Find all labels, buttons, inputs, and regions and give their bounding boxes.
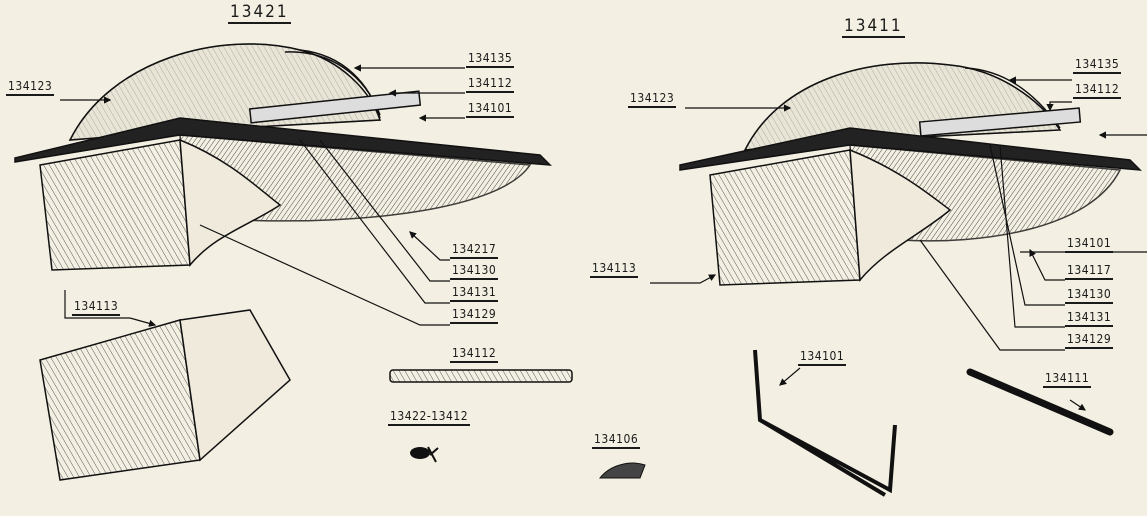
- loose-part-134101-frame: [753, 349, 897, 497]
- callout-label: 134129: [450, 308, 499, 324]
- callout-label: 134129: [1065, 333, 1114, 349]
- part-label: 134106: [592, 433, 641, 449]
- fender-assembly-13411: [679, 62, 1142, 286]
- callout-label: 134130: [450, 264, 499, 280]
- assembly-title-right: 13411: [842, 16, 905, 38]
- loose-part-134112-bar: [389, 369, 573, 383]
- loose-part-134113-panel: [39, 309, 291, 481]
- callout-label: 134217: [450, 243, 499, 259]
- callout-label: 134135: [1073, 58, 1122, 74]
- callout-label: 134113: [72, 300, 121, 316]
- fender-assembly-13421: [14, 43, 552, 271]
- callout-label: 134123: [628, 92, 677, 108]
- callout-label: 134135: [466, 52, 515, 68]
- leader-lines: [60, 64, 1147, 411]
- callout-label: 134113: [590, 262, 639, 278]
- callout-label: 134112: [1073, 83, 1122, 99]
- part-label: 13422-13412: [388, 410, 471, 426]
- callout-label: 134112: [466, 77, 515, 93]
- loose-part-13422-13412-clip: [410, 446, 439, 463]
- callout-label: 134101: [1065, 237, 1114, 253]
- loose-part-134106-bracket: [598, 462, 646, 479]
- part-label: 134111: [1043, 372, 1092, 388]
- part-label: 134101: [798, 350, 847, 366]
- part-label: 134112: [450, 347, 499, 363]
- callout-label: 134131: [450, 286, 499, 302]
- callout-label: 134123: [6, 80, 55, 96]
- callout-label: 134101: [466, 102, 515, 118]
- callout-label: 134117: [1065, 264, 1114, 280]
- assembly-title-left: 13421: [228, 2, 291, 24]
- loose-part-134111-rod: [966, 368, 1114, 436]
- callout-label: 134131: [1065, 311, 1114, 327]
- callout-label: 134130: [1065, 288, 1114, 304]
